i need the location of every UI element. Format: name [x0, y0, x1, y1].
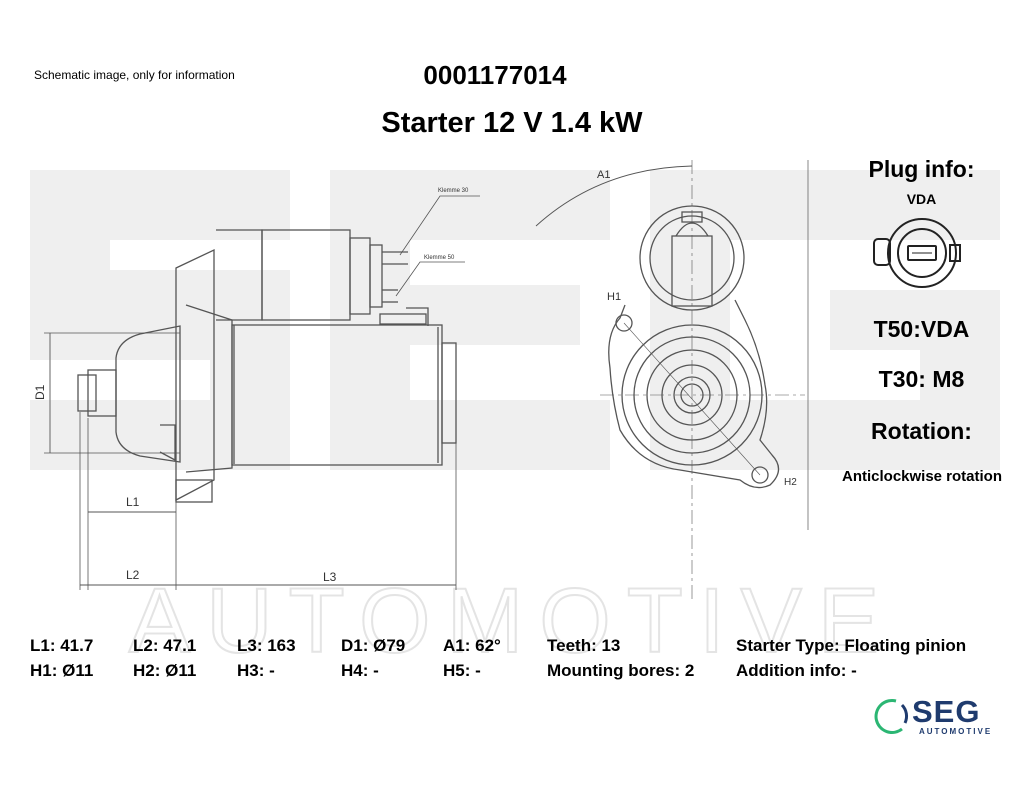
- spec-h3: H3: -: [237, 661, 275, 680]
- seg-logo-mark-icon: [874, 699, 909, 734]
- label-l1: L1: [126, 495, 140, 509]
- plug-type: VDA: [906, 191, 937, 207]
- label-h2: H2: [784, 477, 797, 488]
- spec-teeth: Teeth: 13: [547, 636, 621, 655]
- spec-addition-info: Addition info: -: [736, 661, 857, 680]
- label-d1: D1: [33, 384, 47, 400]
- spec-mounting-bores: Mounting bores: 2: [547, 661, 695, 680]
- watermark-text: AUTOMOTIVE: [129, 570, 896, 672]
- label-l3: L3: [323, 570, 337, 584]
- plug-connector-icon: [873, 218, 961, 288]
- spec-a1: A1: 62°: [443, 636, 501, 655]
- label-klemme30: Klemme 30: [438, 188, 469, 194]
- spec-starter-type: Starter Type: Floating pinion: [736, 636, 967, 655]
- spec-h2: H2: Ø11: [133, 661, 197, 680]
- spec-l3: L3: 163: [237, 636, 296, 655]
- schematic-note: Schematic image, only for information: [34, 68, 235, 82]
- starter-drawing: D1 L1 L2 L3 A1 H1 H2 Klemme 30 Klemme 50: [33, 160, 809, 600]
- spec-l1: L1: 41.7: [30, 636, 94, 655]
- side-view: [44, 195, 480, 590]
- label-h1: H1: [607, 291, 621, 303]
- rotation-value: Anticlockwise rotation: [841, 468, 1003, 485]
- t50-info: T50:VDA: [873, 316, 970, 342]
- label-l2: L2: [126, 568, 140, 582]
- product-title: Starter 12 V 1.4 kW: [381, 107, 643, 139]
- seg-logo-text: SEG: [912, 694, 981, 729]
- seg-logo: SEG AUTOMOTIVE: [872, 694, 997, 740]
- spec-d1: D1: Ø79: [341, 636, 406, 655]
- spec-l2: L2: 47.1: [133, 636, 197, 655]
- spec-h1: H1: Ø11: [30, 661, 94, 680]
- seg-logo-subtext: AUTOMOTIVE: [919, 727, 993, 736]
- spec-h4: H4: -: [341, 661, 379, 680]
- part-number: 0001177014: [423, 60, 567, 90]
- end-view: [535, 160, 809, 600]
- plug-info-title: Plug info:: [868, 156, 975, 182]
- rotation-title: Rotation:: [871, 418, 972, 444]
- label-klemme50: Klemme 50: [424, 255, 455, 261]
- t30-info: T30: M8: [878, 366, 965, 392]
- label-a1: A1: [597, 169, 610, 181]
- spec-h5: H5: -: [443, 661, 481, 680]
